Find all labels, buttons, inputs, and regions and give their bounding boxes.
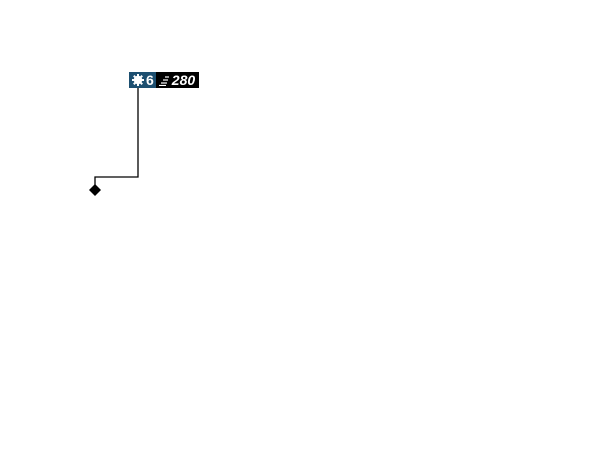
gear-icon [132,74,144,86]
position-diamond-marker[interactable] [89,184,101,196]
speed-value: 280 [171,72,196,88]
leader-path [94,88,139,186]
count-value: 6 [146,72,154,88]
speed-lines-icon [158,76,169,86]
count-badge: 6 [129,72,156,88]
speed-badge: 280 [155,72,200,88]
marker-label[interactable]: 6 280 [129,72,200,88]
